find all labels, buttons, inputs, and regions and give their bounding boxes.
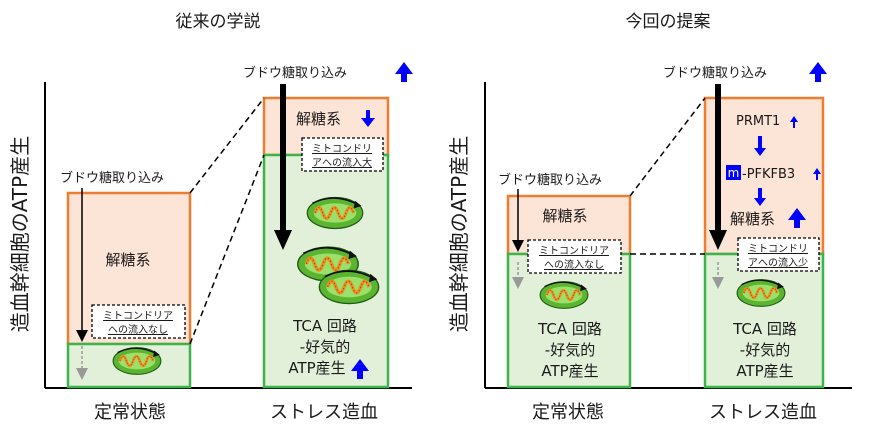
left-panel-title: 従来の学説 — [176, 12, 261, 32]
right-stress-tca-box — [703, 252, 825, 389]
blue-up-arrow-icon — [395, 62, 413, 82]
right-stress-glucose-label: ブドウ糖取り込み — [663, 65, 767, 81]
right-upper-dashed-connector — [629, 97, 706, 197]
right-steady-tca-line2: -好気的 — [545, 341, 595, 359]
right-y-axis-label: 造血幹細胞のATP産生 — [447, 136, 471, 332]
right-stress-mito-line1: ミトコンドリ — [748, 244, 808, 255]
right-steady-mito-line2: への流入なし — [544, 258, 604, 271]
left-panel: 従来の学説 造血幹細胞のATP産生 解糖系 ブドウ糖取り込み ミトコンドリア へ… — [8, 12, 413, 423]
right-panel: 今回の提案 造血幹細胞のATP産生 ブドウ糖取り込み 解糖系 ミトコンドリア へ… — [447, 12, 852, 423]
right-steady-tca-line1: TCA 回路 — [537, 320, 602, 338]
mitochondrion-icon — [735, 278, 787, 308]
left-stress-tca-line1: TCA 回路 — [292, 317, 357, 335]
right-stress-glycolysis-label: 解糖系 — [730, 210, 775, 228]
pfkfb3-m-badge — [726, 165, 741, 180]
mitochondrion-icon — [306, 195, 364, 231]
mitochondrion-icon — [112, 346, 162, 376]
right-stress-glucose-arrowhead — [709, 230, 727, 250]
left-steady-glycolysis-label: 解糖系 — [105, 251, 150, 269]
right-steady-tca-box — [506, 252, 632, 389]
right-steady-tca-line3: ATP産生 — [541, 362, 598, 380]
blue-down-arrow-icon — [754, 136, 766, 156]
right-x-label-stress: ストレス造血 — [709, 402, 817, 423]
left-x-label-stress: ストレス造血 — [270, 402, 378, 423]
left-stress-tca-line2: -好気的 — [300, 338, 350, 356]
blue-down-arrow-icon — [754, 188, 766, 206]
blue-up-arrow-icon — [813, 168, 821, 180]
left-steady-mito-line1: ミトコンドリア — [103, 311, 173, 322]
right-steady-mito-box — [527, 239, 622, 274]
left-steady-mito-box — [91, 304, 186, 339]
blue-up-arrow-icon — [809, 62, 827, 82]
left-x-label-steady: 定常状態 — [94, 402, 166, 423]
right-steady-mito-line1: ミトコンドリア — [539, 246, 609, 257]
blue-up-arrow-icon — [790, 116, 798, 128]
left-stress-mito-box — [301, 137, 384, 172]
prmt1-label: PRMT1 — [736, 114, 780, 129]
left-lower-dashed-connector — [189, 154, 265, 345]
blue-up-arrow-icon — [788, 208, 806, 228]
left-y-axis-label: 造血幹細胞のATP産生 — [8, 136, 32, 332]
right-stress-mito-line2: アへの流入少 — [748, 256, 808, 269]
left-stress-glycolysis-label: 解糖系 — [296, 110, 341, 128]
left-steady-mito-line2: への流入なし — [108, 323, 168, 336]
left-stress-tca-line3: ATP産生 — [288, 359, 345, 377]
left-stress-mito-line2: アへの流入大 — [312, 156, 372, 169]
right-steady-glycolysis-label: 解糖系 — [542, 207, 587, 225]
mitochondrion-icon — [318, 268, 380, 306]
right-stress-tca-line1: TCA 回路 — [732, 320, 797, 338]
right-stress-tca-line2: -好気的 — [740, 341, 790, 359]
right-panel-title: 今回の提案 — [626, 12, 711, 32]
left-stress-mito-line1: ミトコンドリ — [312, 144, 372, 155]
right-stress-tca-line3: ATP産生 — [736, 362, 793, 380]
right-stress-glycolysis-box — [703, 96, 825, 256]
right-x-label-steady: 定常状態 — [532, 402, 604, 423]
mitochondrion-icon — [538, 280, 590, 310]
left-stress-glucose-label: ブドウ糖取り込み — [243, 65, 347, 81]
right-steady-glucose-label: ブドウ糖取り込み — [498, 172, 602, 188]
right-stress-mito-box — [737, 237, 820, 272]
blue-up-arrow-icon — [351, 359, 369, 379]
left-steady-glucose-label: ブドウ糖取り込み — [60, 170, 164, 186]
pfkfb3-prefix: m — [728, 166, 740, 180]
blue-down-arrow-icon — [361, 110, 375, 127]
left-upper-dashed-connector — [189, 97, 265, 194]
left-stress-glucose-arrowhead — [274, 230, 292, 250]
pfkfb3-label: -PFKFB3 — [742, 167, 795, 182]
